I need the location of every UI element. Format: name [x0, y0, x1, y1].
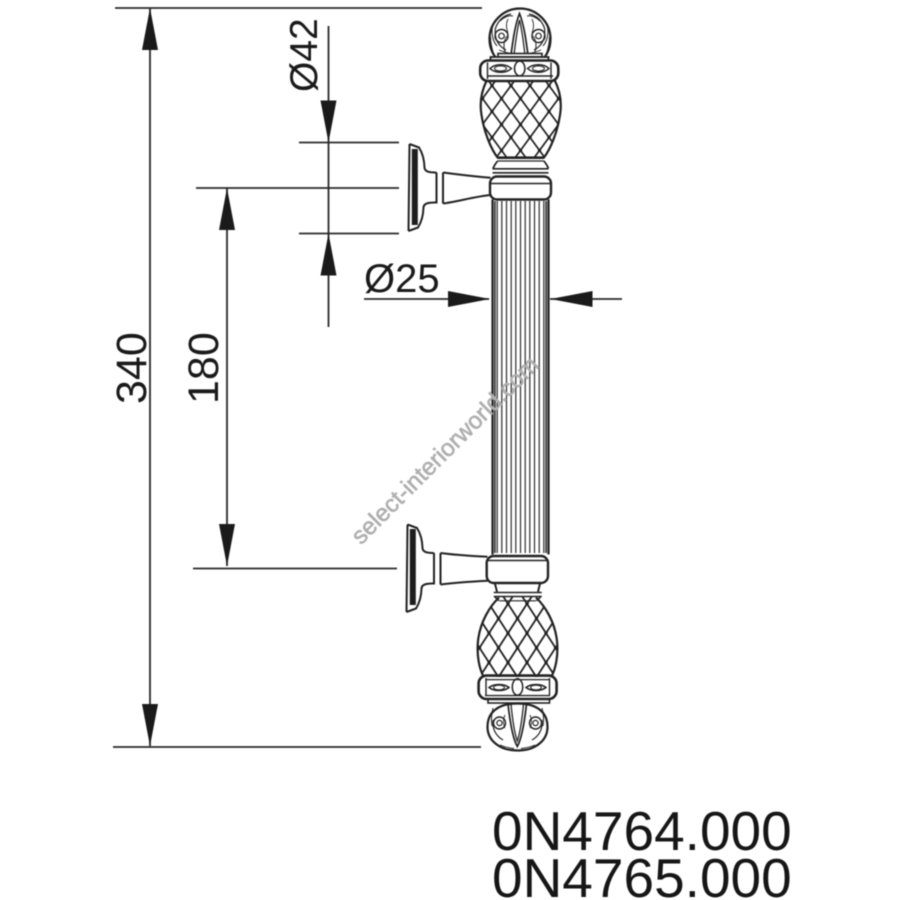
svg-text:Ø25: Ø25: [364, 257, 440, 301]
svg-text:180: 180: [180, 332, 228, 404]
svg-text:Ø42: Ø42: [283, 18, 326, 92]
svg-text:0N4764.000: 0N4764.000: [492, 800, 792, 862]
svg-text:0N4765.000: 0N4765.000: [492, 847, 792, 900]
svg-text:select-interiorworld.com: select-interiorworld.com: [346, 351, 544, 549]
svg-text:340: 340: [108, 332, 156, 404]
